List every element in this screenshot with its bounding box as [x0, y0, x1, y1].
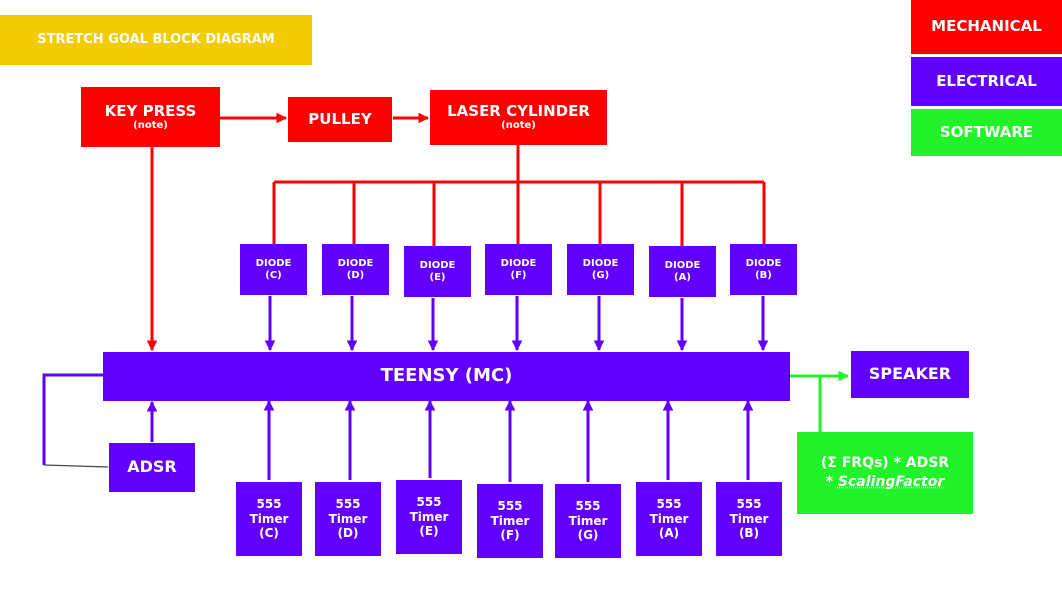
timer-a: 555 Timer (A): [636, 482, 702, 556]
adsr-feedback-connector: [43, 464, 109, 468]
timer-number: 555: [416, 495, 442, 510]
diode-note: (B): [755, 269, 772, 281]
laser-cylinder-label: LASER CYLINDER: [447, 102, 590, 121]
timer-number: 555: [497, 499, 523, 514]
diode-d: DIODE (D): [322, 244, 389, 295]
diagram-title: STRETCH GOAL BLOCK DIAGRAM: [0, 15, 312, 65]
timer-number: 555: [656, 497, 682, 512]
timer-number: 555: [575, 499, 601, 514]
adsr-feedback-loop: [42, 373, 104, 465]
diode-label: DIODE: [745, 258, 782, 269]
diode-b: DIODE (B): [730, 244, 797, 295]
diode-label: DIODE: [419, 260, 456, 271]
teensy-mc-box: TEENSY (MC): [103, 352, 790, 401]
timer-g: 555 Timer (G): [555, 484, 621, 558]
diode-label: DIODE: [500, 258, 537, 269]
timer-number: 555: [256, 497, 282, 512]
adsr-box: ADSR: [109, 443, 195, 492]
formula-line-2: * ScalingFactor: [826, 473, 945, 492]
legend-software: SOFTWARE: [911, 109, 1062, 156]
timer-note: (A): [658, 526, 680, 541]
timer-label: Timer: [409, 509, 449, 524]
speaker-box: SPEAKER: [851, 351, 969, 398]
timer-f: 555 Timer (F): [477, 484, 543, 558]
diode-note: (A): [674, 271, 691, 283]
key-press-label: KEY PRESS: [104, 101, 197, 120]
diode-note: (D): [346, 269, 365, 281]
formula-prefix: *: [825, 474, 838, 490]
timer-note: (D): [337, 526, 359, 541]
timer-label: Timer: [729, 511, 769, 526]
key-press-note: (note): [133, 119, 168, 131]
diode-c: DIODE (C): [240, 244, 307, 295]
diode-e: DIODE (E): [404, 246, 471, 297]
diode-label: DIODE: [582, 258, 619, 269]
legend-electrical: ELECTRICAL: [911, 57, 1062, 106]
timer-note: (F): [500, 528, 520, 543]
timer-b: 555 Timer (B): [716, 482, 782, 556]
diode-note: (G): [591, 269, 610, 281]
timer-number: 555: [736, 497, 762, 512]
diode-note: (F): [510, 269, 527, 281]
timer-label: Timer: [490, 513, 530, 528]
timer-label: Timer: [649, 511, 689, 526]
formula-line-1: (Σ FRQs) * ADSR: [820, 455, 950, 472]
timer-number: 555: [335, 497, 361, 512]
timer-c: 555 Timer (C): [236, 482, 302, 556]
timer-note: (B): [738, 526, 760, 541]
diode-label: DIODE: [255, 258, 292, 269]
diode-f: DIODE (F): [485, 244, 552, 295]
timer-d: 555 Timer (D): [315, 482, 381, 556]
timer-label: Timer: [568, 513, 608, 528]
diode-a: DIODE (A): [649, 246, 716, 297]
timer-e: 555 Timer (E): [396, 480, 462, 554]
diode-note: (E): [429, 271, 446, 283]
key-press-box: KEY PRESS (note): [81, 87, 220, 147]
timer-note: (E): [419, 524, 439, 539]
diode-label: DIODE: [337, 258, 374, 269]
pulley-box: PULLEY: [288, 97, 392, 142]
timer-note: (C): [259, 526, 279, 541]
legend-mechanical: MECHANICAL: [911, 0, 1062, 54]
timer-label: Timer: [328, 511, 368, 526]
timer-label: Timer: [249, 511, 289, 526]
diode-label: DIODE: [664, 260, 701, 271]
diode-note: (C): [265, 269, 282, 281]
timer-note: (G): [577, 528, 599, 543]
laser-cylinder-note: (note): [501, 120, 536, 132]
laser-cylinder-box: LASER CYLINDER (note): [430, 90, 607, 145]
diode-g: DIODE (G): [567, 244, 634, 295]
formula-scaling-factor: ScalingFactor: [837, 474, 945, 490]
formula-box: (Σ FRQs) * ADSR * ScalingFactor: [797, 432, 973, 514]
